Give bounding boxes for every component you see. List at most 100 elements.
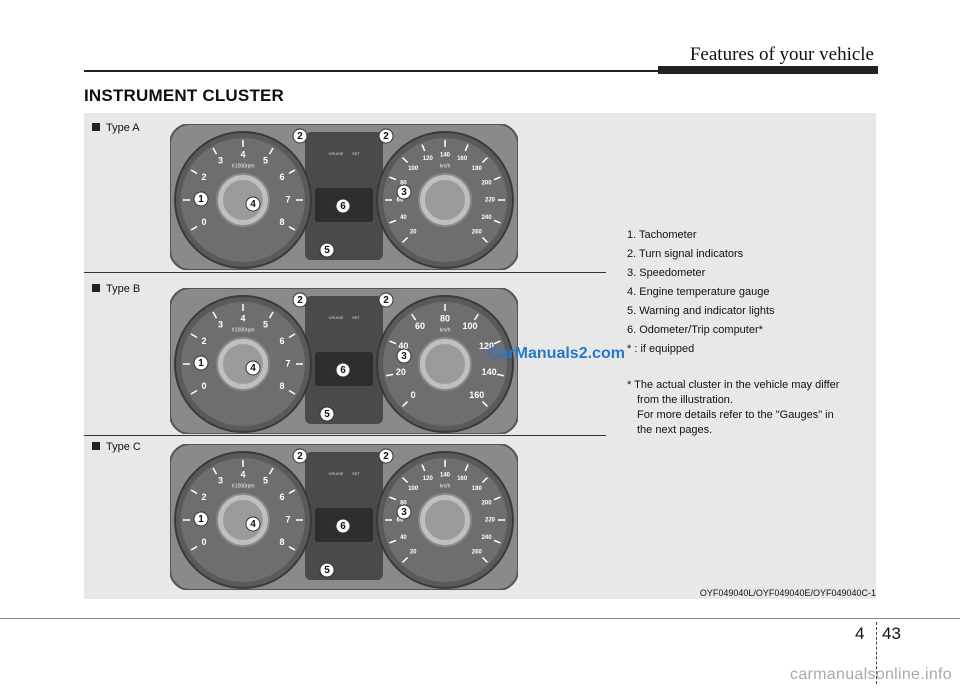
gauge-tick-label: 3 xyxy=(218,319,223,329)
gauge-tick-label: 6 xyxy=(279,492,284,502)
legend-item: 4. Engine temperature gauge xyxy=(627,286,770,298)
gauge-tick-label: 0 xyxy=(202,537,207,547)
gauge-tick-label: 20 xyxy=(396,367,406,377)
gauge-tick-label: 20 xyxy=(410,549,417,555)
gauge-tick-label: 100 xyxy=(408,166,419,172)
set-label: SET xyxy=(352,471,360,476)
type-a-label: Type A xyxy=(92,122,140,134)
gauge-tick-label: 220 xyxy=(485,518,496,524)
callout-5 xyxy=(319,406,335,422)
gauge-tick-label: 6 xyxy=(279,172,284,182)
tachometer: 0 1 2 3 4 5 6 7 8 X1000rpm xyxy=(174,451,312,589)
gauge-tick-label: 0 xyxy=(202,381,207,391)
callout-1-label: 1 xyxy=(198,514,204,525)
callout-2-left-label: 2 xyxy=(297,131,303,142)
callout-3 xyxy=(396,504,412,520)
callout-2-left-label: 2 xyxy=(297,295,303,306)
gauge-tick-label: 40 xyxy=(398,341,408,351)
gauge-tick xyxy=(190,489,198,495)
gauge-tick xyxy=(190,225,198,231)
callout-6-label: 6 xyxy=(340,365,346,376)
gauge-tick-label: 5 xyxy=(263,475,268,485)
gauge-tick-label: 160 xyxy=(469,390,484,400)
gauge-tick xyxy=(493,340,501,345)
callout-2-right xyxy=(378,292,394,308)
callout-4-label: 4 xyxy=(250,519,256,530)
gauge-tick xyxy=(473,313,479,321)
gauge-tick xyxy=(190,169,198,175)
callout-5-label: 5 xyxy=(324,565,330,576)
gauge-tick xyxy=(402,556,409,563)
type-b-label: Type B xyxy=(92,283,140,295)
gauge-tick xyxy=(481,400,488,407)
gauge-tick xyxy=(190,545,198,551)
gauge-tick xyxy=(288,545,296,551)
footer-site-link[interactable]: carmanualsonline.info xyxy=(790,666,952,683)
gauge-tick-label: 2 xyxy=(202,492,207,502)
callout-2-left xyxy=(292,128,308,144)
callout-5 xyxy=(319,242,335,258)
page-title: INSTRUMENT CLUSTER xyxy=(84,86,285,105)
gauge-tick-label: 60 xyxy=(415,321,425,331)
gauge-tick-label: 3 xyxy=(218,475,223,485)
callout-4 xyxy=(245,196,261,212)
gauge-tick-label: 40 xyxy=(400,215,407,221)
gauge-tick xyxy=(288,333,296,339)
legend-item: * : if equipped xyxy=(627,343,695,355)
gauge-tick xyxy=(481,477,488,484)
gauge-tick-label: 6 xyxy=(279,336,284,346)
gauge-tick-label: 4 xyxy=(240,469,245,479)
gauge-tick xyxy=(268,147,274,155)
gauge-tick xyxy=(481,157,488,164)
gauge-tick xyxy=(389,219,397,224)
gauge-tick-label: 120 xyxy=(423,476,434,482)
legend-item: 3. Speedometer xyxy=(627,267,706,279)
gauge-tick-label: 8 xyxy=(279,381,284,391)
gauge-tick-label: 160 xyxy=(457,156,468,162)
gauge-tick xyxy=(389,176,397,181)
cruise-label: CRUISE xyxy=(328,471,343,476)
gauge-tick xyxy=(493,176,501,181)
gauge-tick-label: 180 xyxy=(472,166,483,172)
watermark: CarManuals2.com xyxy=(488,345,625,362)
legend-list: 1. Tachometer 2. Turn signal indicators … xyxy=(627,226,775,359)
gauge-tick xyxy=(493,496,501,501)
callout-4-label: 4 xyxy=(250,199,256,210)
gauge-tick-label: 100 xyxy=(408,486,419,492)
section-header: Features of your vehicle xyxy=(689,44,874,65)
gauge-tick xyxy=(386,373,394,377)
gauge-tick-label: 140 xyxy=(482,367,497,377)
cruise-label: CRUISE xyxy=(328,315,343,320)
callout-1-label: 1 xyxy=(198,358,204,369)
page-number-separator xyxy=(876,622,877,684)
gauge-tick-label: 4 xyxy=(240,149,245,159)
callout-2-right-label: 2 xyxy=(383,451,389,462)
gauge-tick xyxy=(288,389,296,395)
gauge-tick-label: 140 xyxy=(440,153,451,159)
callout-1-label: 1 xyxy=(198,194,204,205)
gauge-tick-label: 8 xyxy=(279,537,284,547)
callout-2-left-label: 2 xyxy=(297,451,303,462)
gauge-unit: X1000rpm xyxy=(231,483,254,489)
callout-6-label: 6 xyxy=(340,521,346,532)
gauge-tick-label: 40 xyxy=(400,535,407,541)
gauge-tick-label: 4 xyxy=(240,313,245,323)
callout-1 xyxy=(193,191,209,207)
gauge-unit: km/h xyxy=(440,163,451,169)
gauge-tick xyxy=(496,373,504,377)
gauge-tick xyxy=(389,340,397,345)
gauge-unit: km/h xyxy=(440,327,451,333)
gauge-tick-label: 20 xyxy=(410,229,417,235)
gauge-tick xyxy=(481,236,488,243)
gauge-tick xyxy=(288,489,296,495)
gauge-tick xyxy=(464,144,469,152)
legend-item: 6. Odometer/Trip computer* xyxy=(627,324,763,336)
gauge-unit: km/h xyxy=(440,483,451,489)
gauge-tick xyxy=(402,157,409,164)
image-code: OYF049040L/OYF049040E/OYF049040C-1 xyxy=(699,588,876,598)
callout-3-label: 3 xyxy=(401,507,407,518)
gauge-tick-label: 80 xyxy=(400,180,407,186)
gauge-tick xyxy=(493,539,501,544)
legend-item: 1. Tachometer xyxy=(627,229,697,241)
gauge-tick-label: 7 xyxy=(285,514,290,524)
